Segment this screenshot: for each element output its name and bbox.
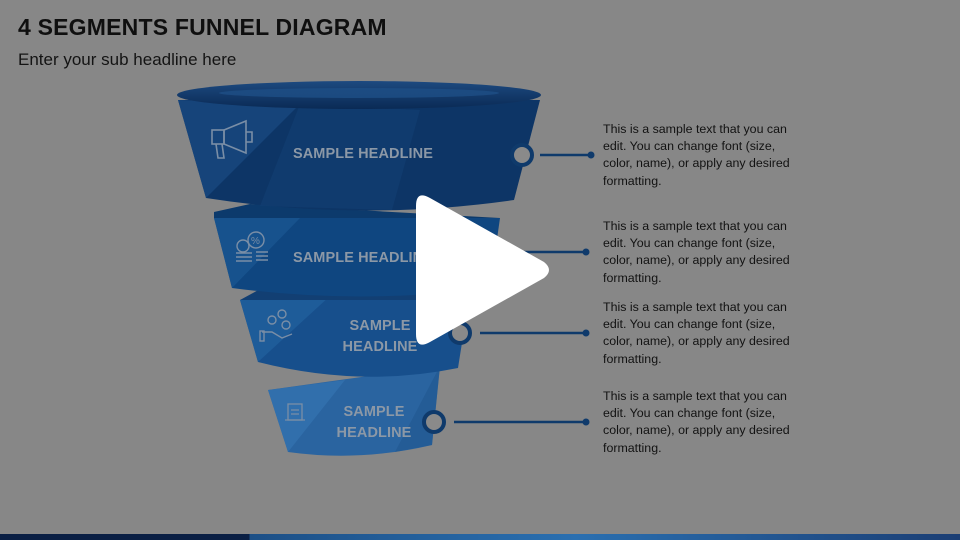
hand-coins-icon: [259, 309, 293, 342]
connector-3: [448, 321, 590, 345]
connector-1: [510, 143, 595, 167]
funnel-rim-inner: [219, 88, 499, 98]
segment-4-headline: SAMPLE HEADLINE: [314, 402, 434, 444]
segment-3-headline-line1: SAMPLE: [349, 318, 411, 334]
segment-4-headline-line1: SAMPLE: [343, 404, 405, 420]
segment-1-headline: SAMPLE HEADLINE: [292, 146, 434, 162]
coins-percent-icon: %: [236, 231, 268, 262]
segment-4-description: This is a sample text that you can edit.…: [603, 389, 790, 455]
svg-text:%: %: [251, 236, 260, 247]
segment-1-description: This is a sample text that you can edit.…: [603, 122, 790, 188]
funnel-segment-1: [178, 100, 540, 211]
page-title: 4 SEGMENTS FUNNEL DIAGRAM: [18, 14, 387, 40]
document-icon: [285, 403, 305, 421]
segment-3-headline-line2: HEADLINE: [342, 339, 418, 355]
segment-2-headline: SAMPLE HEADLINE: [292, 250, 434, 266]
segment-2-description: This is a sample text that you can edit.…: [603, 219, 790, 285]
megaphone-icon: [211, 119, 253, 159]
segment-3-headline: SAMPLE HEADLINE: [320, 316, 440, 358]
play-icon[interactable]: [408, 190, 554, 350]
segment-4-headline-line2: HEADLINE: [336, 425, 412, 441]
connector-4: [422, 410, 590, 434]
page-subtitle: Enter your sub headline here: [18, 50, 237, 69]
bottom-accent-bar: [0, 534, 960, 540]
segment-3-description: This is a sample text that you can edit.…: [603, 300, 790, 366]
